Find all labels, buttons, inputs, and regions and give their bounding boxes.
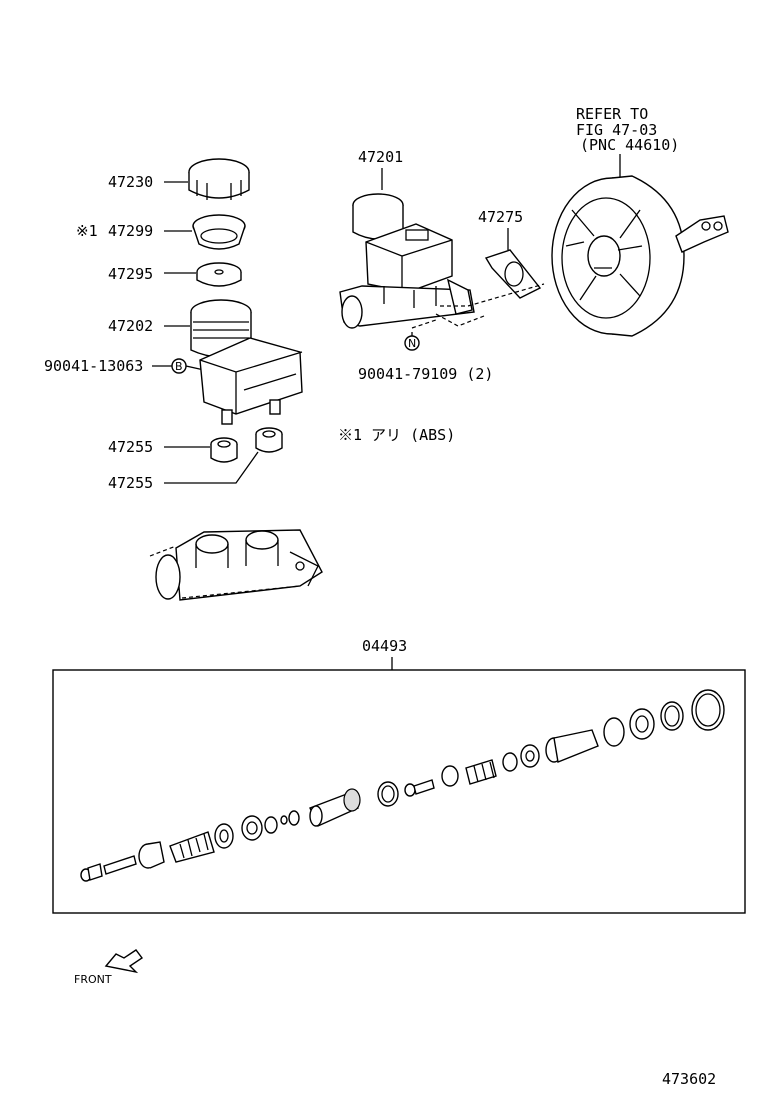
reservoir-cap-part	[188, 158, 250, 200]
label-47230: 47230	[108, 173, 153, 191]
label-90041-79109: 90041-79109 (2)	[358, 365, 493, 383]
label-47295: 47295	[108, 265, 153, 283]
label-47255-a: 47255	[108, 438, 153, 456]
figure-id: 473602	[662, 1070, 716, 1088]
cylinder-body-part	[149, 529, 323, 601]
label-90041-13063: 90041-13063	[44, 357, 143, 375]
seal-part	[196, 262, 242, 287]
front-arrow-icon	[104, 949, 144, 974]
badge-n	[404, 335, 420, 351]
label-47275: 47275	[478, 208, 523, 226]
kit-box	[52, 669, 746, 914]
label-47299-mark: ※1	[76, 222, 98, 240]
badge-n-text: N	[408, 337, 416, 350]
refer-line-2: FIG 47-03	[576, 121, 657, 139]
label-kit-04493: 04493	[362, 637, 407, 655]
brake-booster-part	[551, 175, 729, 337]
note-abs: ※1 アリ (ABS)	[338, 426, 455, 444]
kit-parts-group	[80, 689, 725, 882]
refer-line-3: (PNC 44610)	[580, 136, 679, 154]
badge-b-text: B	[175, 360, 183, 373]
label-47299: 47299	[108, 222, 153, 240]
label-47255-b: 47255	[108, 474, 153, 492]
front-label: FRONT	[74, 973, 112, 986]
label-47202: 47202	[108, 317, 153, 335]
gasket-part	[484, 249, 542, 299]
strainer-part	[192, 214, 246, 250]
grommet-b-part	[255, 427, 283, 453]
reservoir-part	[190, 299, 303, 425]
refer-line-1: REFER TO	[576, 105, 648, 123]
grommet-a-part	[210, 437, 238, 463]
master-cylinder-assy-part	[339, 193, 475, 329]
label-47201: 47201	[358, 148, 403, 166]
